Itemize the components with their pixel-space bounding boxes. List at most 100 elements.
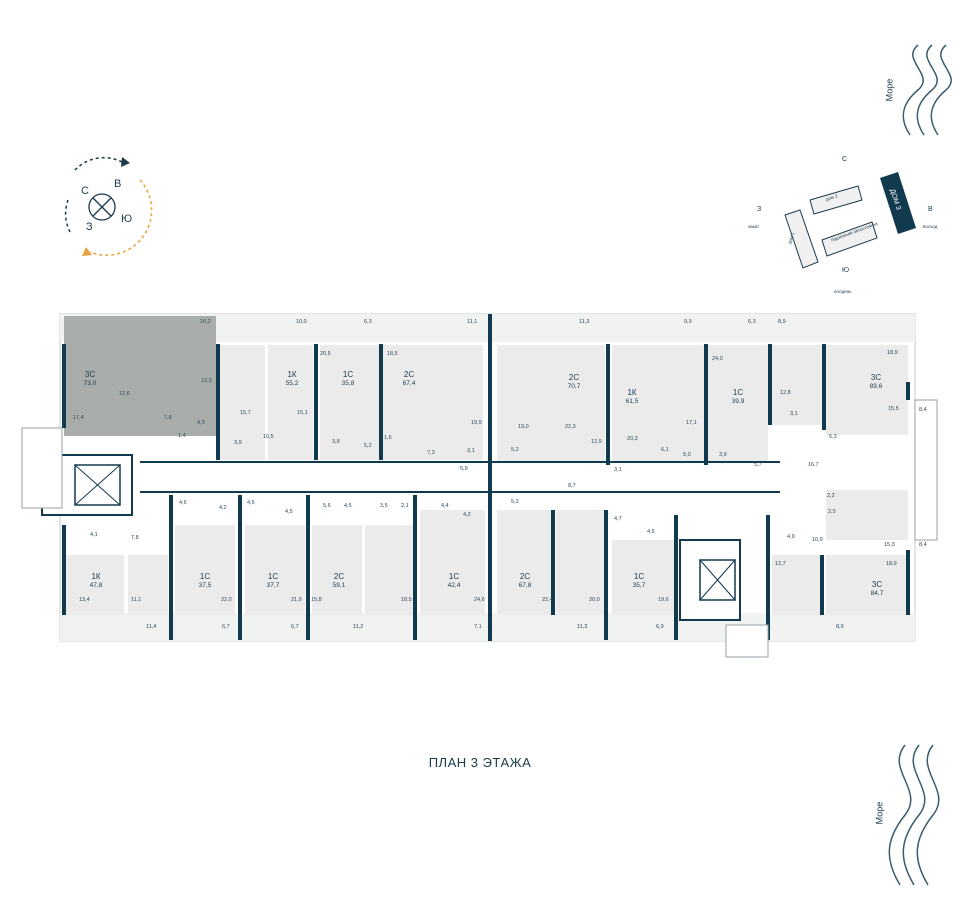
apartment-type: 1С xyxy=(732,388,744,397)
room-area: 11,3 xyxy=(577,624,588,630)
room-area: 5,7 xyxy=(754,462,762,468)
room-area: 4,5 xyxy=(285,509,293,515)
apartment-type: 1К xyxy=(627,388,637,397)
apartment-type: 1К xyxy=(91,572,101,581)
room-area: 6,9 xyxy=(656,624,664,630)
room-area: 4,7 xyxy=(614,516,622,522)
room-area: 3,1 xyxy=(790,411,798,417)
apartment-area: 35,8 xyxy=(341,380,355,387)
room-area: 15,3 xyxy=(884,542,895,548)
sea-waves-bottom xyxy=(888,744,940,886)
site-north-label: С xyxy=(842,156,848,163)
room-area: 8,4 xyxy=(919,407,927,413)
room-area: 15,7 xyxy=(240,410,251,416)
apartment-area: 61,5 xyxy=(625,398,639,405)
site-east-label: В xyxy=(928,206,933,213)
room-area: 7,3 xyxy=(427,450,435,456)
apartment-type: 2С xyxy=(333,572,345,581)
room-area: 2,2 xyxy=(827,493,835,499)
apartment-type: 1С xyxy=(267,572,279,581)
room-area: 6,7 xyxy=(291,624,299,630)
site-south-label: Ю xyxy=(842,267,850,274)
apartment-area: 55,2 xyxy=(285,380,299,387)
room-area: 24,0 xyxy=(712,356,723,362)
room-area: 19,9 xyxy=(471,420,482,426)
room-area: 20,0 xyxy=(589,597,600,603)
room-area: 4,4 xyxy=(441,503,449,509)
site-plan xyxy=(784,172,916,269)
room-area: 6,1 xyxy=(661,447,669,453)
room-area: 3,9 xyxy=(234,440,242,446)
room-area: 7,8 xyxy=(164,415,172,421)
room-area: 8,7 xyxy=(568,483,576,489)
apartment-type: 1С xyxy=(633,572,645,581)
room-area: 4,1 xyxy=(90,532,98,538)
apartment-area: 89,6 xyxy=(869,383,883,390)
room-area: 12,7 xyxy=(775,561,786,567)
room-area: 24,6 xyxy=(474,597,485,603)
apartment-area: 84,7 xyxy=(870,590,884,597)
room-area: 20,5 xyxy=(320,351,331,357)
room-area: 5,6 xyxy=(323,503,331,509)
site-sunrise-label: восход xyxy=(923,224,938,229)
compass-west-label: З xyxy=(86,221,93,233)
room-area: 4,6 xyxy=(247,500,255,506)
room-area: 3,8 xyxy=(332,439,340,445)
room-area: 3,5 xyxy=(380,503,388,509)
compass-north-label: С xyxy=(81,185,89,197)
room-area: 7,1 xyxy=(474,624,482,630)
room-area: 7,8 xyxy=(131,535,139,541)
room-area: 12,9 xyxy=(591,439,602,445)
apartment-type: 1С xyxy=(448,572,460,581)
compass-south-label: Ю xyxy=(121,213,133,225)
sea-label-bottom: Море xyxy=(874,801,885,825)
sea-waves-top xyxy=(902,44,952,136)
apartment-type: 2С xyxy=(519,572,531,581)
room-area: 15,5 xyxy=(888,406,899,412)
room-area: 12,6 xyxy=(119,391,130,397)
room-area: 18,5 xyxy=(387,351,398,357)
room-area: 13,4 xyxy=(79,597,90,603)
room-area: 15,1 xyxy=(297,410,308,416)
room-area: 10,0 xyxy=(296,319,307,325)
room-area: 17,1 xyxy=(686,420,697,426)
apartment-area: 35,7 xyxy=(632,582,646,589)
room-area: 19,6 xyxy=(658,597,669,603)
apartment-type: 1К xyxy=(287,370,297,379)
room-area: 16,7 xyxy=(808,462,819,468)
apartment-area: 42,4 xyxy=(447,582,461,589)
room-area: 20,3 xyxy=(627,436,638,442)
room-area: 22,0 xyxy=(221,597,232,603)
apartment-type: 3С xyxy=(84,370,96,379)
apartment-area: 59,1 xyxy=(332,582,346,589)
room-area: 11,2 xyxy=(353,624,364,630)
room-area: 13,3 xyxy=(201,378,212,384)
room-area: 22,4 xyxy=(542,597,553,603)
room-area: 11,1 xyxy=(467,319,478,325)
apartment-type: 1С xyxy=(342,370,354,379)
room-area: 8,9 xyxy=(778,319,786,325)
room-area: 6,7 xyxy=(222,624,230,630)
room-area: 4,5 xyxy=(344,503,352,509)
room-area: 3,1 xyxy=(614,467,622,473)
apartment-area: 37,5 xyxy=(198,582,212,589)
apartment-area: 70,7 xyxy=(567,383,581,390)
site-noon-label: полдень xyxy=(834,289,852,294)
room-area: 4,9 xyxy=(787,534,795,540)
room-area: 10,5 xyxy=(263,434,274,440)
sea-label-top: Море xyxy=(884,78,895,102)
room-area: 3,9 xyxy=(719,452,727,458)
room-area: 8,4 xyxy=(919,542,927,548)
room-area: 5,3 xyxy=(829,434,837,440)
apartment-area: 37,7 xyxy=(266,582,280,589)
apartment-type: 1С xyxy=(199,572,211,581)
room-area: 5,0 xyxy=(683,452,691,458)
room-area: 11,3 xyxy=(579,319,590,325)
room-area: 6,3 xyxy=(748,319,756,325)
room-area: 18,5 xyxy=(401,597,412,603)
room-area: 4,6 xyxy=(179,500,187,506)
room-area: 21,9 xyxy=(291,597,302,603)
room-area: 1,6 xyxy=(384,435,392,441)
room-area: 6,3 xyxy=(364,319,372,325)
